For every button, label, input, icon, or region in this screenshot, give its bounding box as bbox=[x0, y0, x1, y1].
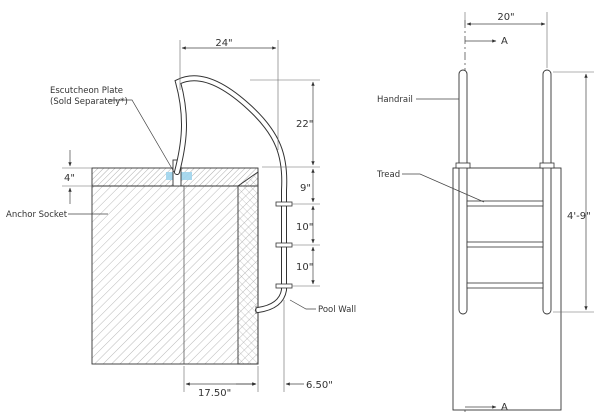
callout-escutcheon-line1: Escutcheon Plate bbox=[50, 86, 123, 96]
dim-bottom-left: 17.50" bbox=[198, 388, 231, 399]
front-view: 20" A A 4'-9" Handrail Tread bbox=[376, 12, 594, 413]
tread bbox=[466, 200, 544, 207]
dim-step-spacing-1: 10" bbox=[296, 222, 313, 233]
concrete-block bbox=[91, 185, 259, 365]
step-stub bbox=[275, 242, 293, 248]
dim-front-width: 20" bbox=[497, 12, 514, 23]
dim-bottom-right: 6.50" bbox=[306, 380, 333, 391]
side-handrail-inner bbox=[175, 76, 287, 312]
front-handrail-right bbox=[542, 69, 552, 315]
dim-rail-height: 22" bbox=[296, 119, 313, 130]
side-view: 24" 22" 9" 10" 10" 4" 17.50" 6.50" Escut… bbox=[6, 38, 356, 399]
dim-step-spacing-2: 10" bbox=[296, 262, 313, 273]
section-mark-bottom: A bbox=[501, 402, 508, 413]
tread bbox=[466, 282, 544, 289]
pool-wall bbox=[237, 171, 259, 365]
callout-escutcheon-line2: (Sold Separately*) bbox=[50, 97, 128, 107]
callout-pool-wall: Pool Wall bbox=[318, 305, 356, 315]
step-stub bbox=[275, 283, 293, 289]
dim-first-step: 9" bbox=[300, 183, 311, 194]
dim-top-width: 24" bbox=[215, 38, 232, 49]
front-handrail-left bbox=[458, 69, 468, 315]
escutcheon-right bbox=[539, 162, 555, 169]
step-stub bbox=[275, 201, 293, 207]
section-mark-top: A bbox=[501, 36, 508, 47]
callout-tread: Tread bbox=[376, 170, 400, 180]
callout-handrail: Handrail bbox=[377, 95, 413, 105]
callout-anchor-socket: Anchor Socket bbox=[6, 210, 68, 220]
dim-front-height: 4'-9" bbox=[567, 211, 591, 222]
escutcheon-left bbox=[455, 162, 471, 169]
tread bbox=[466, 241, 544, 248]
dim-deck-thickness: 4" bbox=[64, 173, 75, 184]
